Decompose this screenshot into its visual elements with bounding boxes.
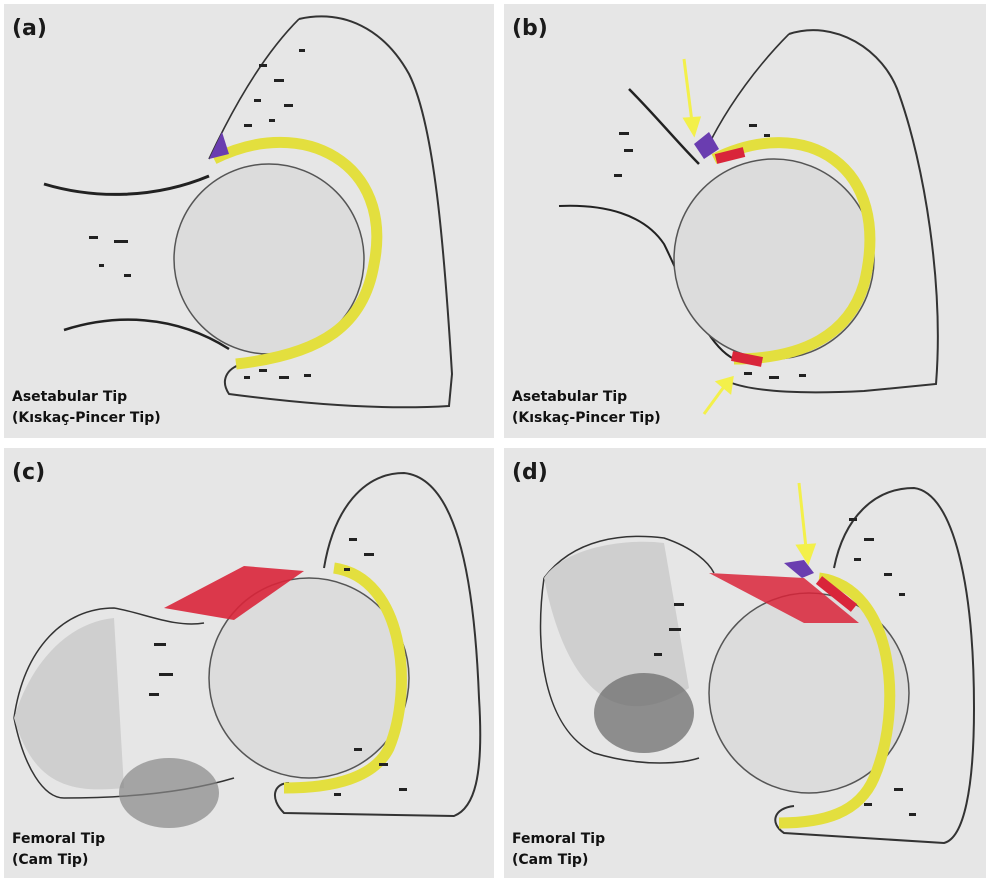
panel-a-caption: Asetabular Tip (Kıskaç-Pincer Tip) bbox=[12, 387, 161, 429]
panel-a-caption-line2: (Kıskaç-Pincer Tip) bbox=[12, 408, 161, 429]
panel-d-caption-line1: Femoral Tip bbox=[512, 829, 605, 850]
panel-a-caption-line1: Asetabular Tip bbox=[12, 387, 161, 408]
hip-drawing-d bbox=[504, 448, 986, 878]
panel-a-label: (a) bbox=[12, 16, 47, 41]
hip-drawing-c bbox=[4, 448, 494, 878]
panel-b-caption: Asetabular Tip (Kıskaç-Pincer Tip) bbox=[512, 387, 661, 429]
hip-drawing-b bbox=[504, 4, 986, 438]
panel-d-caption-line2: (Cam Tip) bbox=[512, 850, 605, 871]
panel-c-caption: Femoral Tip (Cam Tip) bbox=[12, 829, 105, 871]
panel-c: (c) Femoral Tip (Cam Tip) bbox=[4, 448, 494, 878]
panel-d: (d) Femoral Tip (Cam Tip) bbox=[504, 448, 986, 878]
panel-c-label: (c) bbox=[12, 460, 45, 485]
hip-drawing-a bbox=[4, 4, 494, 438]
panel-d-label: (d) bbox=[512, 460, 548, 485]
panel-b-caption-line2: (Kıskaç-Pincer Tip) bbox=[512, 408, 661, 429]
panel-c-caption-line2: (Cam Tip) bbox=[12, 850, 105, 871]
panel-b-caption-line1: Asetabular Tip bbox=[512, 387, 661, 408]
panel-b-label: (b) bbox=[512, 16, 548, 41]
panel-a: (a) Asetabular Tip (Kıskaç-Pincer Tip) bbox=[4, 4, 494, 438]
panel-c-caption-line1: Femoral Tip bbox=[12, 829, 105, 850]
panel-d-caption: Femoral Tip (Cam Tip) bbox=[512, 829, 605, 871]
panel-b: (b) Asetabular Tip (Kıskaç-Pincer Tip) bbox=[504, 4, 986, 438]
arrow-icon bbox=[798, 483, 814, 562]
